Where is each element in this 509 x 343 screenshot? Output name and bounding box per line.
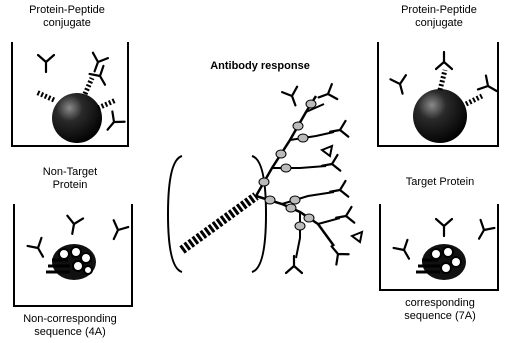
antibody-icon: [87, 53, 108, 74]
panel-bottom-right: [380, 204, 498, 290]
target-protein-coil: [416, 244, 466, 280]
antibody-icon: [28, 238, 50, 261]
right-bracket: [252, 156, 266, 272]
panel-top-left: [12, 42, 128, 146]
antibody-icon: [282, 87, 303, 108]
antibody-icon: [286, 256, 302, 273]
antibody-icon: [335, 207, 355, 226]
panel-bottom-left: [14, 204, 132, 306]
carrier-protein-sphere: [413, 89, 467, 143]
antibody-icon: [325, 241, 348, 264]
peptide-chain: [36, 92, 54, 100]
peptide-chain: [440, 70, 445, 90]
antibody-icon: [321, 155, 341, 174]
antibody-icon: [316, 84, 337, 105]
peptide-stalk: [182, 196, 256, 250]
panel-top-right: [378, 42, 501, 146]
carrier-protein-sphere: [52, 93, 102, 143]
antibody-icon: [64, 216, 83, 236]
antibody-icon: [107, 220, 129, 242]
antibody-response-diagram: [168, 84, 362, 273]
antibody-icon: [390, 75, 410, 96]
antibody-icon: [101, 111, 124, 134]
antibody-icon: [329, 121, 349, 140]
left-bracket: [168, 156, 182, 272]
antibody-icon: [436, 52, 452, 69]
peptide-chain: [98, 100, 116, 108]
antibody-icon: [90, 66, 112, 89]
antibody-icon: [38, 55, 54, 72]
antibody-icon: [472, 220, 494, 243]
non-target-protein-coil: [46, 244, 96, 280]
peptide-chain: [85, 78, 92, 94]
antibody-icon: [394, 240, 416, 263]
antibody-icon: [329, 181, 349, 200]
antibody-icon: [436, 219, 452, 236]
peptide-chain: [466, 96, 482, 104]
